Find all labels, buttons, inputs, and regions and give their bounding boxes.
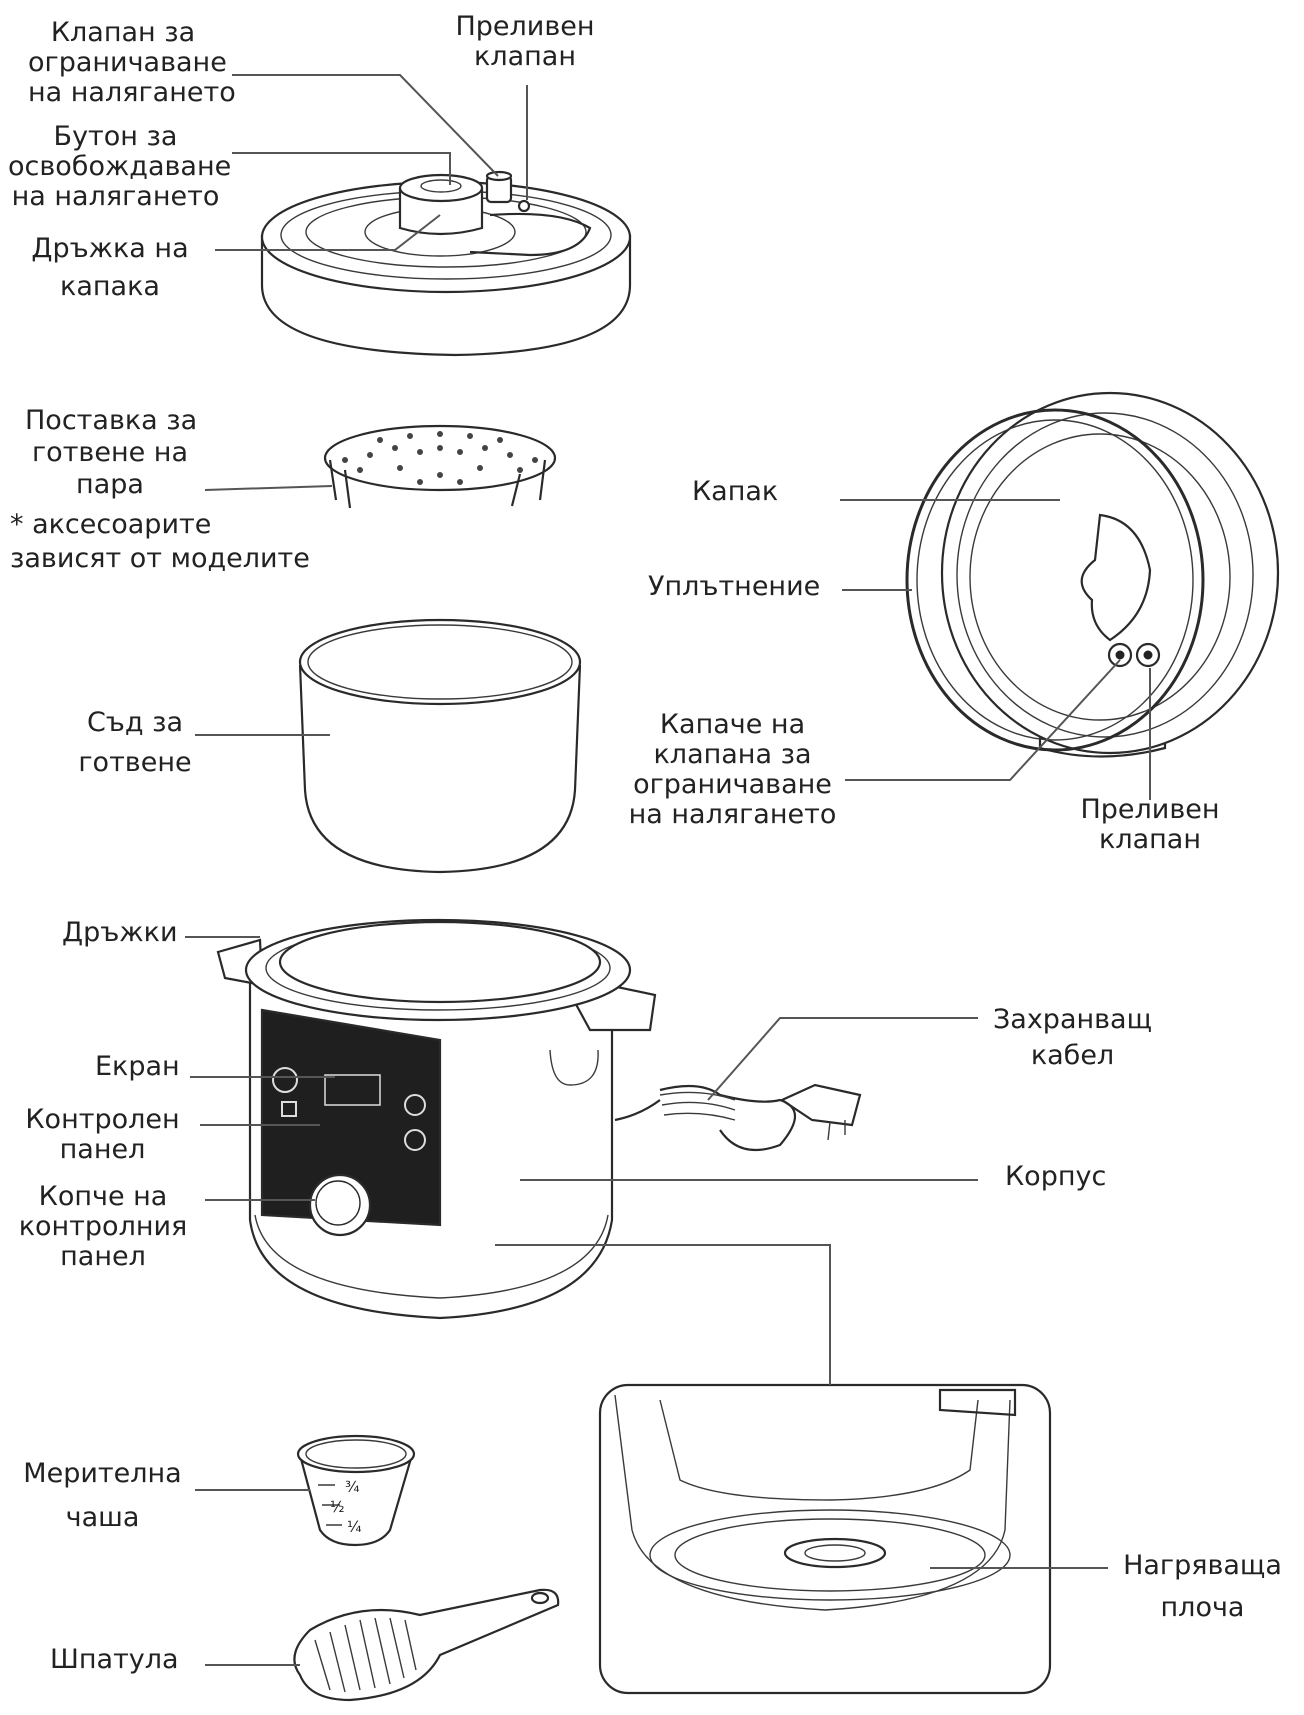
label-steam-rack: Поставка за готвене на пара (25, 405, 198, 500)
label-screen: Екран (95, 1051, 180, 1082)
label-lid: Капак (692, 476, 779, 507)
heating-plate-inset (598, 1383, 1052, 1695)
label-valve-cap: Капаче на клапана за ограничаване на нал… (628, 709, 837, 830)
label-control-knob: Копче на контролния панел (18, 1181, 188, 1272)
label-accessories-note: * аксесоарите зависят от моделите (10, 509, 310, 574)
label-spatula: Шпатула (50, 1644, 179, 1675)
label-handles: Дръжки (62, 917, 178, 948)
lid-bottom-view-illustration (905, 391, 1280, 758)
cooking-pot-illustration (298, 618, 582, 874)
label-limit-valve: Клапан за ограничаване на налягането (28, 17, 236, 108)
leader-steam-rack (204, 485, 333, 491)
label-heating-plate: Нагряваща плоча (1123, 1550, 1282, 1623)
leader-valve-cap (845, 659, 1121, 781)
label-power-cable: Захранващ кабел (992, 1004, 1153, 1071)
leader-release-button (232, 152, 451, 185)
label-body: Корпус (1005, 1161, 1107, 1192)
leader-limit-valve (232, 74, 499, 177)
leader-heating-plate (495, 1244, 831, 1385)
spatula-illustration (293, 1588, 560, 1702)
lid-illustration (260, 170, 632, 357)
leader-lines (185, 74, 1151, 1666)
label-overflow-valve-top: Преливен клапан (455, 11, 595, 72)
label-overflow-valve-side: Преливен клапан (1080, 794, 1220, 855)
label-release-button: Бутон за освобождаване на налягането (8, 121, 232, 212)
steam-rack-illustration (323, 424, 557, 509)
measuring-cup-illustration: ¾ ½ ¼ (296, 1434, 416, 1547)
label-lid-handle: Дръжка на капака (31, 233, 189, 302)
label-control-panel: Контролен панел (25, 1104, 180, 1165)
label-measuring-cup: Мерителна чаша (23, 1458, 182, 1533)
cooker-body-illustration (216, 918, 862, 1320)
cup-mark-half: ½ (330, 1498, 345, 1516)
cup-mark-three-quarter: ¾ (345, 1478, 360, 1496)
cup-mark-quarter: ¼ (347, 1518, 362, 1536)
label-cooking-pot: Съд за готвене (78, 707, 192, 778)
leader-power-cable (707, 1017, 978, 1101)
label-seal: Уплътнение (648, 571, 821, 602)
leader-lid-handle (215, 214, 441, 251)
